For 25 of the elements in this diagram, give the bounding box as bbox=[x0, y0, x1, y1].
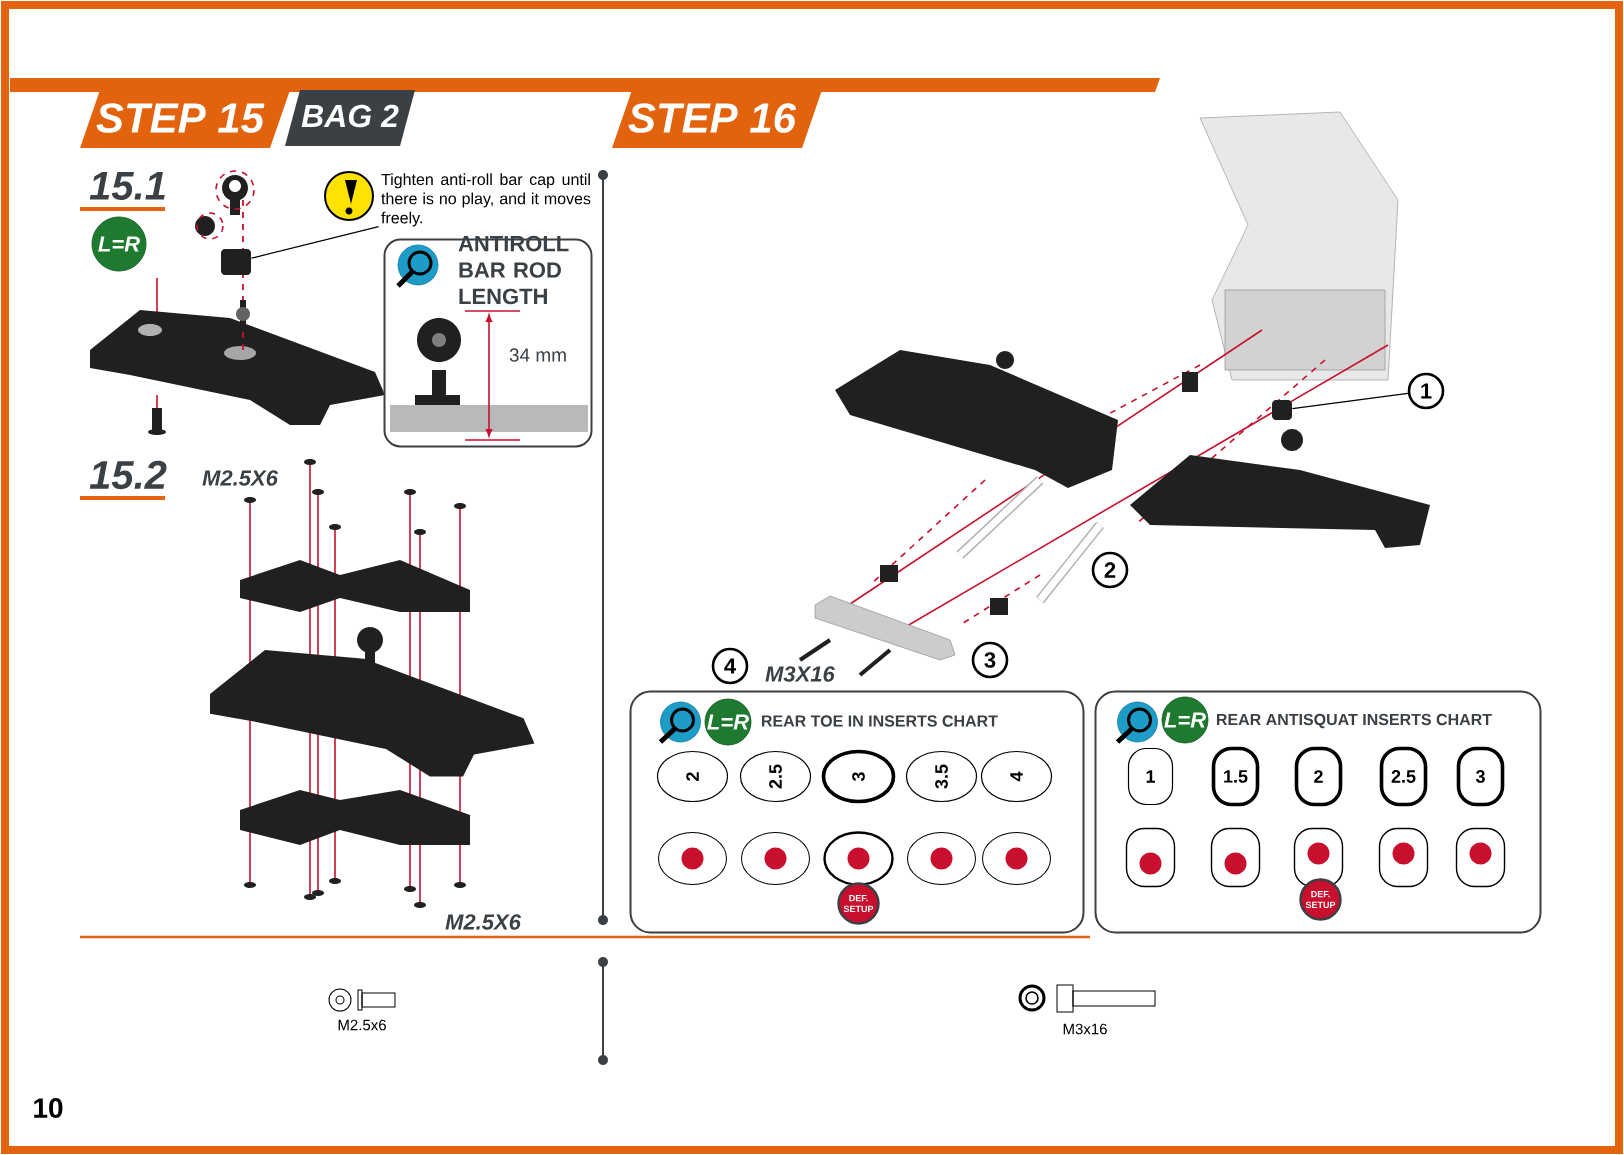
substep-number: 15.2 bbox=[80, 460, 167, 500]
note-text: Tighten anti-roll bar cap until there is no play, and it moves freely. bbox=[381, 173, 591, 227]
callout-number: 2 bbox=[1091, 551, 1129, 589]
mirror-badge: L=R bbox=[1161, 696, 1209, 744]
cap-part bbox=[221, 249, 251, 275]
size-label: M2.5x6 bbox=[338, 1019, 386, 1031]
step-banner: STEP 15 bbox=[80, 90, 290, 148]
leader-line bbox=[250, 226, 380, 259]
callout-number: 4 bbox=[711, 647, 749, 685]
callout-number: 3 bbox=[971, 641, 1009, 679]
page-number: 10 bbox=[34, 1098, 63, 1118]
size-label: M2.5X6 bbox=[202, 470, 279, 486]
callout-number: 1 bbox=[1407, 372, 1445, 410]
substep-number: 15.1 bbox=[80, 172, 165, 211]
mirror-badge: L=R bbox=[704, 698, 752, 746]
leader-line bbox=[1291, 392, 1409, 410]
size-label: M3X16 bbox=[765, 666, 835, 682]
size-label: M2.5X6 bbox=[445, 914, 522, 930]
size-label: M3x16 bbox=[1063, 1023, 1107, 1035]
mirror-badge: L=R bbox=[91, 216, 147, 272]
setup-badge: DEF. SETUP bbox=[837, 882, 880, 925]
bag-tab: BAG 2 bbox=[285, 90, 415, 146]
setup-badge: DEF. SETUP bbox=[1299, 878, 1342, 921]
insert-part bbox=[1272, 400, 1292, 420]
step-banner: STEP 16 bbox=[612, 90, 822, 148]
